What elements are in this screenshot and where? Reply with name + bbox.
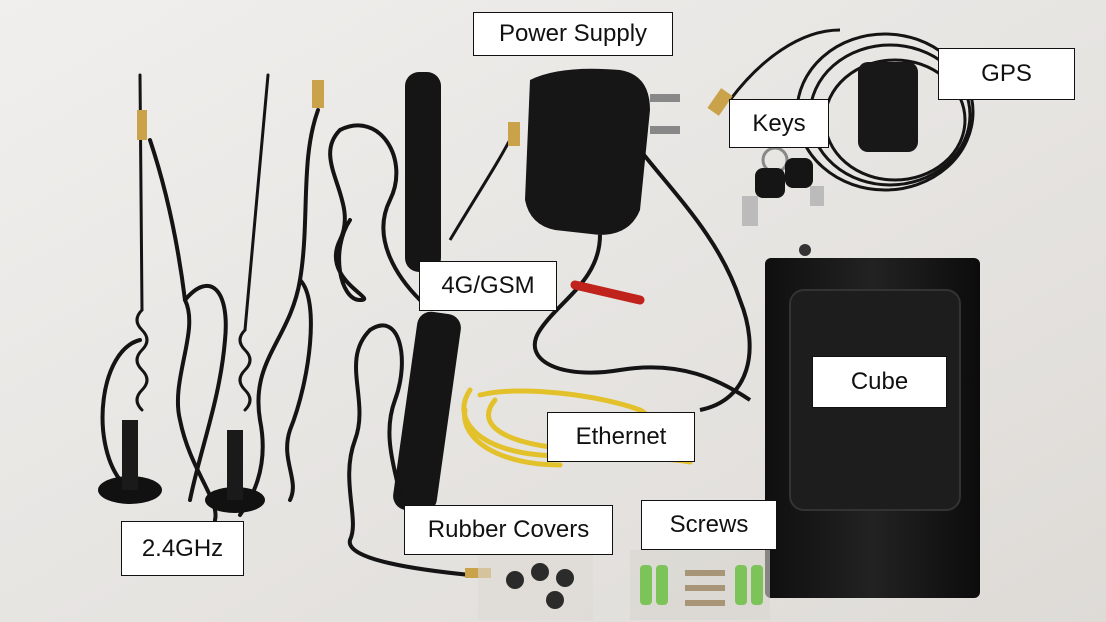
label-4g-gsm: 4G/GSM xyxy=(419,261,557,311)
label-screws: Screws xyxy=(641,500,777,550)
wifi-antenna-left xyxy=(100,73,228,522)
label-keys: Keys xyxy=(729,99,829,148)
keys-illustration xyxy=(742,146,824,226)
screws xyxy=(630,550,770,620)
label-power-supply: Power Supply xyxy=(473,12,673,56)
wifi-antenna-stem-left xyxy=(122,420,138,490)
wifi-antenna-right xyxy=(238,73,324,517)
label-rubber-covers: Rubber Covers xyxy=(404,505,613,555)
rubber-covers xyxy=(478,555,593,620)
gsm-antennas xyxy=(328,72,491,578)
label-ethernet: Ethernet xyxy=(547,412,695,462)
power-supply xyxy=(448,68,752,412)
label-2-4ghz: 2.4GHz xyxy=(121,521,244,576)
label-gps: GPS xyxy=(938,48,1075,100)
label-cube: Cube xyxy=(812,356,947,408)
cube-device xyxy=(765,244,980,598)
wifi-antenna-stem-right xyxy=(227,430,243,500)
